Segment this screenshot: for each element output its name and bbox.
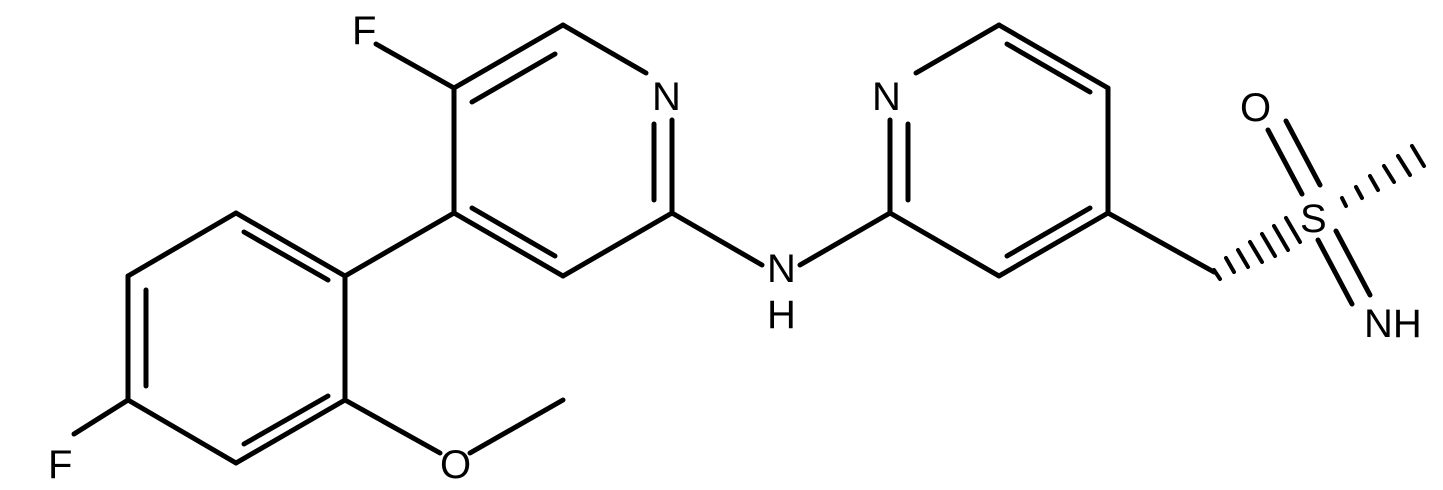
hashed-wedge-bond	[1340, 144, 1426, 208]
double-bond-inner	[241, 229, 331, 283]
hash-line	[1248, 240, 1264, 264]
hash-line	[1212, 268, 1222, 281]
hash-line	[1340, 196, 1348, 208]
bond	[125, 210, 239, 279]
oxygen-atom-label: O	[440, 443, 471, 487]
bond	[233, 210, 348, 279]
hashed-wedge-bond	[1212, 216, 1302, 281]
oxygen-atom-label: O	[1240, 86, 1271, 130]
fluorine-atom-label: F	[48, 443, 72, 487]
hash-line	[1260, 232, 1277, 258]
double-bond-inner	[241, 393, 331, 447]
hash-line	[1284, 216, 1302, 244]
hash-line	[1236, 248, 1250, 269]
bond	[669, 210, 765, 268]
hash-line	[1410, 144, 1426, 168]
bond	[233, 397, 348, 466]
hash-line	[1224, 256, 1236, 274]
double-bond-inner	[1004, 41, 1093, 95]
double-bond	[1283, 118, 1323, 188]
pyridine-ring-2	[887, 22, 1111, 279]
double-bond	[1333, 228, 1373, 298]
bond	[996, 22, 1111, 91]
bond	[913, 22, 1002, 76]
bond	[451, 210, 566, 279]
phenyl-ring	[125, 210, 348, 466]
imine-nh-label: NH	[1364, 302, 1422, 346]
bond	[560, 210, 675, 279]
pyridine-ring-1	[451, 22, 675, 279]
fluorine-atom-label: F	[352, 9, 376, 53]
bond	[887, 210, 1002, 279]
bond	[560, 22, 649, 76]
bond	[996, 210, 1111, 279]
bond	[373, 41, 457, 91]
bond	[451, 22, 566, 91]
hash-line	[1272, 224, 1290, 252]
amine-nitrogen-label: N	[767, 247, 796, 291]
hash-line	[1382, 164, 1396, 184]
sulfur-atom-label: S	[1300, 197, 1327, 241]
nitrogen-atom-label: N	[872, 75, 901, 119]
double-bond	[1315, 237, 1355, 307]
bond	[125, 397, 239, 466]
double-bond	[1265, 127, 1305, 197]
bond	[71, 397, 131, 437]
hash-line	[1368, 174, 1380, 192]
double-bond-inner	[469, 205, 558, 259]
amine-hydrogen-label: H	[767, 293, 796, 337]
nitrogen-atom-label: N	[652, 75, 681, 119]
hash-line	[1396, 154, 1412, 177]
bond	[342, 397, 443, 456]
double-bond-inner	[469, 51, 558, 105]
bond	[342, 210, 457, 279]
bond	[467, 397, 566, 456]
bond	[1105, 210, 1217, 275]
hash-line	[1354, 185, 1364, 200]
double-bond-inner	[1004, 205, 1093, 259]
bond	[797, 210, 893, 268]
